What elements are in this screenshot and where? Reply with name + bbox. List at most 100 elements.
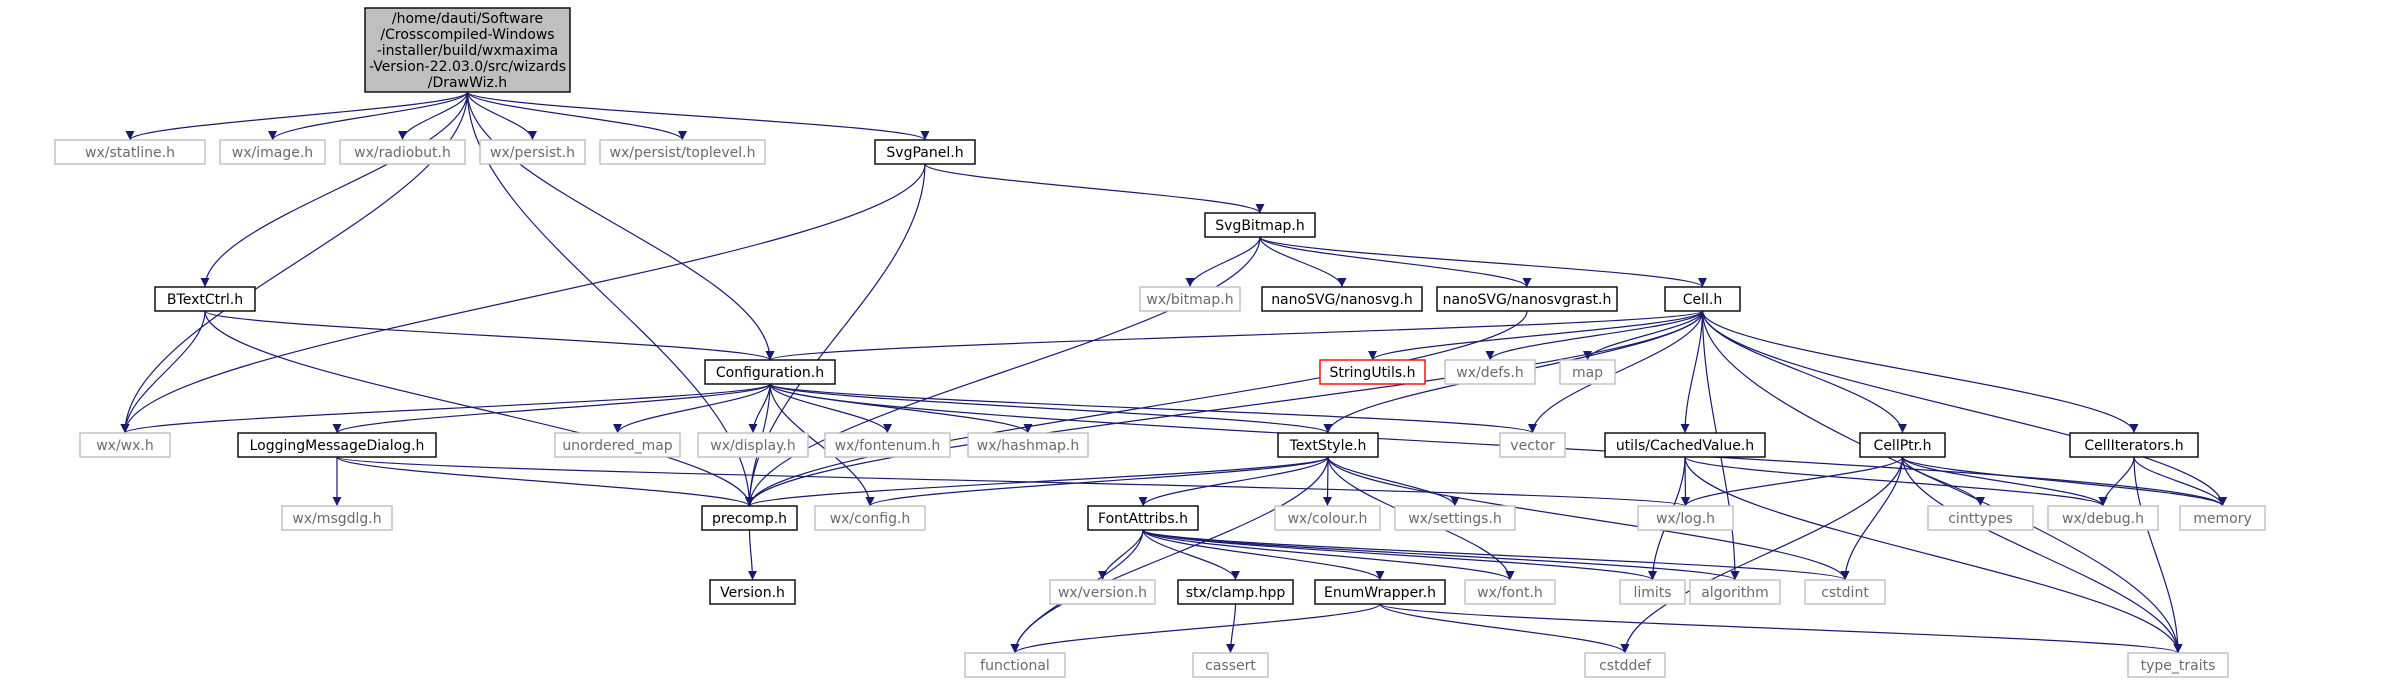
- node-precomp[interactable]: precomp.h: [701, 505, 798, 531]
- node-label: /home/dauti/Software: [392, 11, 543, 27]
- edge-precomp-to-version: [747, 529, 757, 581]
- node-label: utils/CachedValue.h: [1616, 438, 1754, 454]
- node-btextctrl[interactable]: BTextCtrl.h: [154, 286, 256, 312]
- node-wx_image[interactable]: wx/image.h: [219, 139, 326, 165]
- edge-svgbitmap-to-nanosvgrast: [1259, 236, 1532, 288]
- node-label: /Crosscompiled-Windows: [380, 27, 554, 43]
- node-label: TextStyle.h: [1289, 438, 1367, 454]
- edge-cell-to-map: [1583, 310, 1704, 361]
- node-celliterators[interactable]: CellIterators.h: [2069, 432, 2199, 458]
- node-drawwiz[interactable]: /home/dauti/Software/Crosscompiled-Windo…: [364, 7, 571, 93]
- node-box: [1859, 432, 1946, 458]
- node-wx_font[interactable]: wx/font.h: [1464, 579, 1556, 605]
- node-stx_clamp[interactable]: stx/clamp.hpp: [1177, 579, 1294, 605]
- node-box: [1204, 212, 1316, 238]
- node-box: [697, 432, 809, 458]
- node-label: cinttypes: [1948, 511, 2013, 527]
- edge-cellptr-to-type_traits: [1901, 456, 2183, 654]
- node-cassert[interactable]: cassert: [1192, 652, 1269, 678]
- node-label: map: [1572, 365, 1603, 381]
- edge-cell-to-cellptr: [1701, 310, 1907, 434]
- node-box: [154, 286, 256, 312]
- edge-celliterators-to-memory: [2133, 456, 2227, 507]
- node-wx_radiobut[interactable]: wx/radiobut.h: [339, 139, 466, 165]
- node-cstddef[interactable]: cstddef: [1584, 652, 1666, 678]
- node-enumwrapper[interactable]: EnumWrapper.h: [1314, 579, 1446, 605]
- edge-cell-to-wx_defs: [1485, 310, 1704, 361]
- node-box: [1584, 652, 1666, 678]
- node-map[interactable]: map: [1559, 359, 1616, 385]
- node-wx_display[interactable]: wx/display.h: [697, 432, 809, 458]
- edge-configuration-to-memory: [769, 383, 2227, 507]
- node-configuration[interactable]: Configuration.h: [704, 359, 836, 385]
- edge-cell-to-type_traits: [1701, 310, 2183, 654]
- node-box: [54, 139, 206, 165]
- node-memory[interactable]: memory: [2179, 505, 2266, 531]
- node-version[interactable]: Version.h: [709, 579, 796, 605]
- edge-textstyle-to-precomp: [745, 456, 1329, 507]
- node-wx_config[interactable]: wx/config.h: [814, 505, 926, 531]
- node-algorithm[interactable]: algorithm: [1689, 579, 1781, 605]
- node-box: [1192, 652, 1269, 678]
- node-functional[interactable]: functional: [964, 652, 1066, 678]
- node-cachedvalue[interactable]: utils/CachedValue.h: [1604, 432, 1766, 458]
- edge-svgpanel-to-precomp: [745, 163, 926, 507]
- node-wx_bitmap[interactable]: wx/bitmap.h: [1139, 286, 1241, 312]
- node-wx_debug[interactable]: wx/debug.h: [2047, 505, 2159, 531]
- node-wx_log[interactable]: wx/log.h: [1637, 505, 1734, 531]
- node-box: [1927, 505, 2034, 531]
- node-stringutils[interactable]: StringUtils.h: [1319, 359, 1426, 385]
- node-wx_colour[interactable]: wx/colour.h: [1274, 505, 1381, 531]
- node-cinttypes[interactable]: cinttypes: [1927, 505, 2034, 531]
- edge-btextctrl-to-configuration: [204, 310, 775, 361]
- node-label: SvgPanel.h: [886, 145, 963, 161]
- node-wx_persist[interactable]: wx/persist.h: [479, 139, 586, 165]
- node-box: [339, 139, 466, 165]
- node-box: [1139, 286, 1241, 312]
- node-box: [1274, 505, 1381, 531]
- node-type_traits[interactable]: type_traits: [2127, 652, 2229, 678]
- node-box: [2069, 432, 2199, 458]
- node-wx_persist_toplevel[interactable]: wx/persist/toplevel.h: [599, 139, 766, 165]
- node-vector[interactable]: vector: [1499, 432, 1566, 458]
- node-label: wx/font.h: [1477, 585, 1543, 601]
- node-box: [1394, 505, 1516, 531]
- edge-cachedvalue-to-type_traits: [1684, 456, 2183, 654]
- node-wx_wx[interactable]: wx/wx.h: [79, 432, 171, 458]
- node-wx_statline[interactable]: wx/statline.h: [54, 139, 206, 165]
- node-wx_hashmap[interactable]: wx/hashmap.h: [967, 432, 1089, 458]
- node-nanosvg[interactable]: nanoSVG/nanosvg.h: [1261, 286, 1423, 312]
- node-cstdint[interactable]: cstdint: [1804, 579, 1886, 605]
- node-box: [1444, 359, 1536, 385]
- node-label: wx/version.h: [1058, 585, 1147, 601]
- node-label: cstdint: [1821, 585, 1869, 601]
- node-wx_settings[interactable]: wx/settings.h: [1394, 505, 1516, 531]
- node-svgpanel[interactable]: SvgPanel.h: [874, 139, 976, 165]
- node-label: wx/persist.h: [490, 145, 575, 161]
- edge-configuration-to-vector: [769, 383, 1537, 434]
- node-cellptr[interactable]: CellPtr.h: [1859, 432, 1946, 458]
- node-textstyle[interactable]: TextStyle.h: [1277, 432, 1379, 458]
- node-wx_msgdlg[interactable]: wx/msgdlg.h: [281, 505, 393, 531]
- node-nanosvgrast[interactable]: nanoSVG/nanosvgrast.h: [1436, 286, 1618, 312]
- edge-svgbitmap-to-wx_bitmap: [1185, 236, 1261, 288]
- node-limits[interactable]: limits: [1619, 579, 1686, 605]
- edge-enumwrapper-to-cstddef: [1379, 603, 1630, 654]
- node-label: wx/wx.h: [96, 438, 154, 454]
- node-loggingdialog[interactable]: LoggingMessageDialog.h: [237, 432, 437, 458]
- edge-enumwrapper-to-functional: [1010, 603, 1381, 654]
- edge-svgbitmap-to-nanosvg: [1259, 236, 1347, 288]
- node-unordered_map[interactable]: unordered_map: [554, 432, 681, 458]
- node-fontattribs[interactable]: FontAttribs.h: [1087, 505, 1199, 531]
- node-cell[interactable]: Cell.h: [1664, 286, 1741, 312]
- node-label: wx/colour.h: [1288, 511, 1368, 527]
- node-wx_version[interactable]: wx/version.h: [1049, 579, 1156, 605]
- node-box: [1619, 579, 1686, 605]
- edge-btextctrl-to-precomp: [204, 310, 754, 507]
- node-wx_defs[interactable]: wx/defs.h: [1444, 359, 1536, 385]
- node-label: wx/display.h: [710, 438, 796, 454]
- node-wx_fontenum[interactable]: wx/fontenum.h: [824, 432, 951, 458]
- node-label: limits: [1633, 585, 1671, 601]
- node-svgbitmap[interactable]: SvgBitmap.h: [1204, 212, 1316, 238]
- edge-cellptr-to-cstdint: [1840, 456, 1904, 581]
